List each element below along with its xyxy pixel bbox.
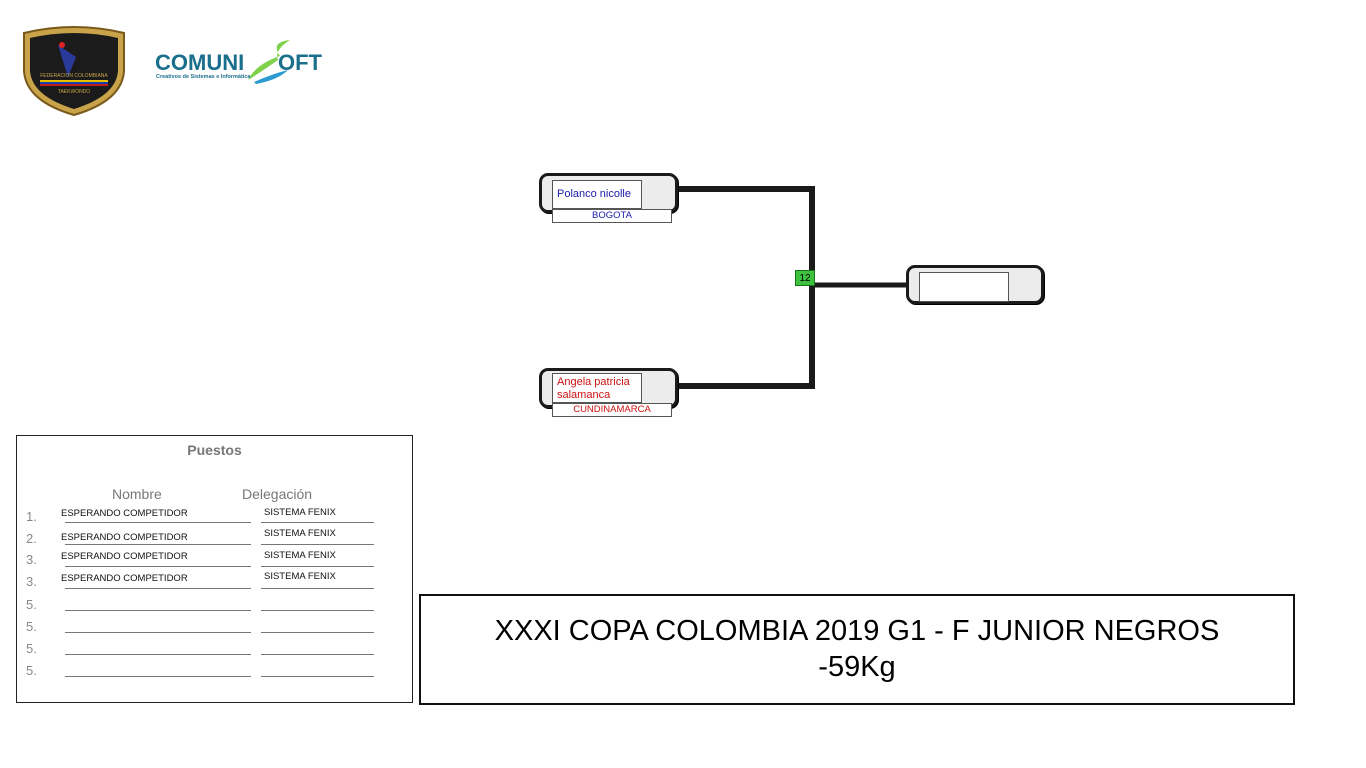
- competitor-1-delegation: BOGOTA: [552, 209, 672, 223]
- row-underline: [261, 654, 374, 655]
- row-underline: [261, 610, 374, 611]
- row-underline: [261, 522, 374, 523]
- competitor-2-name: Angela patricia salamanca tovar: [552, 373, 642, 414]
- row-underline: [65, 610, 251, 611]
- event-title-line-2: -59Kg: [818, 651, 896, 683]
- row-underline: [65, 522, 251, 523]
- row-underline: [261, 544, 374, 545]
- competitor-2-delegation: CUNDINAMARCA: [552, 403, 672, 417]
- standings-delegation: SISTEMA FENIX: [264, 550, 336, 561]
- standings-delegation: SISTEMA FENIX: [264, 528, 336, 539]
- row-underline: [65, 632, 251, 633]
- row-underline: [261, 632, 374, 633]
- comunisoft-logo: COMUNI OFT Creativos de Sistemas e Infor…: [155, 40, 323, 84]
- row-underline: [261, 676, 374, 677]
- svg-text:TAEKWONDO: TAEKWONDO: [58, 89, 91, 95]
- standings-delegation: SISTEMA FENIX: [264, 507, 336, 518]
- comunisoft-tagline: Creativos de Sistemas e Informática: [156, 74, 251, 80]
- standings-name: ESPERANDO COMPETIDOR: [61, 532, 188, 543]
- standings-header-name: Nombre: [112, 486, 162, 502]
- federation-logo-text: FEDERACION COLOMBIANA: [40, 73, 108, 79]
- standings-rank: 5.: [26, 663, 37, 678]
- standings-name: ESPERANDO COMPETIDOR: [61, 573, 188, 584]
- standings-delegation: SISTEMA FENIX: [264, 571, 336, 582]
- comunisoft-wordmark: COMUNI: [155, 50, 244, 75]
- standings-rank: 2.: [26, 531, 37, 546]
- federation-logo: FEDERACION COLOMBIANA TAEKWONDO: [23, 26, 125, 117]
- row-underline: [65, 676, 251, 677]
- standings-name: ESPERANDO COMPETIDOR: [61, 508, 188, 519]
- row-underline: [261, 566, 374, 567]
- row-underline: [65, 654, 251, 655]
- standings-rank: 5.: [26, 619, 37, 634]
- row-underline: [65, 566, 251, 567]
- event-title-line-1: XXXI COPA COLOMBIA 2019 G1 - F JUNIOR NE…: [494, 615, 1220, 647]
- standings-rank: 3.: [26, 552, 37, 567]
- standings-title: Puestos: [187, 442, 242, 458]
- event-title-box: XXXI COPA COLOMBIA 2019 G1 - F JUNIOR NE…: [419, 594, 1295, 705]
- match-number-badge[interactable]: 12: [795, 270, 815, 286]
- standings-rank: 5.: [26, 641, 37, 656]
- row-underline: [65, 544, 251, 545]
- row-underline: [261, 588, 374, 589]
- standings-rank: 1.: [26, 509, 37, 524]
- standings-rank: 3.: [26, 574, 37, 589]
- row-underline: [65, 588, 251, 589]
- standings-rank: 5.: [26, 597, 37, 612]
- standings-panel: Puestos Nombre Delegación 1. ESPERANDO C…: [16, 435, 413, 703]
- svg-text:OFT: OFT: [278, 50, 323, 75]
- competitor-1-name: Polanco nicolle: [552, 180, 642, 209]
- standings-name: ESPERANDO COMPETIDOR: [61, 551, 188, 562]
- standings-header-delegation: Delegación: [242, 486, 313, 502]
- winner-name: [919, 272, 1009, 302]
